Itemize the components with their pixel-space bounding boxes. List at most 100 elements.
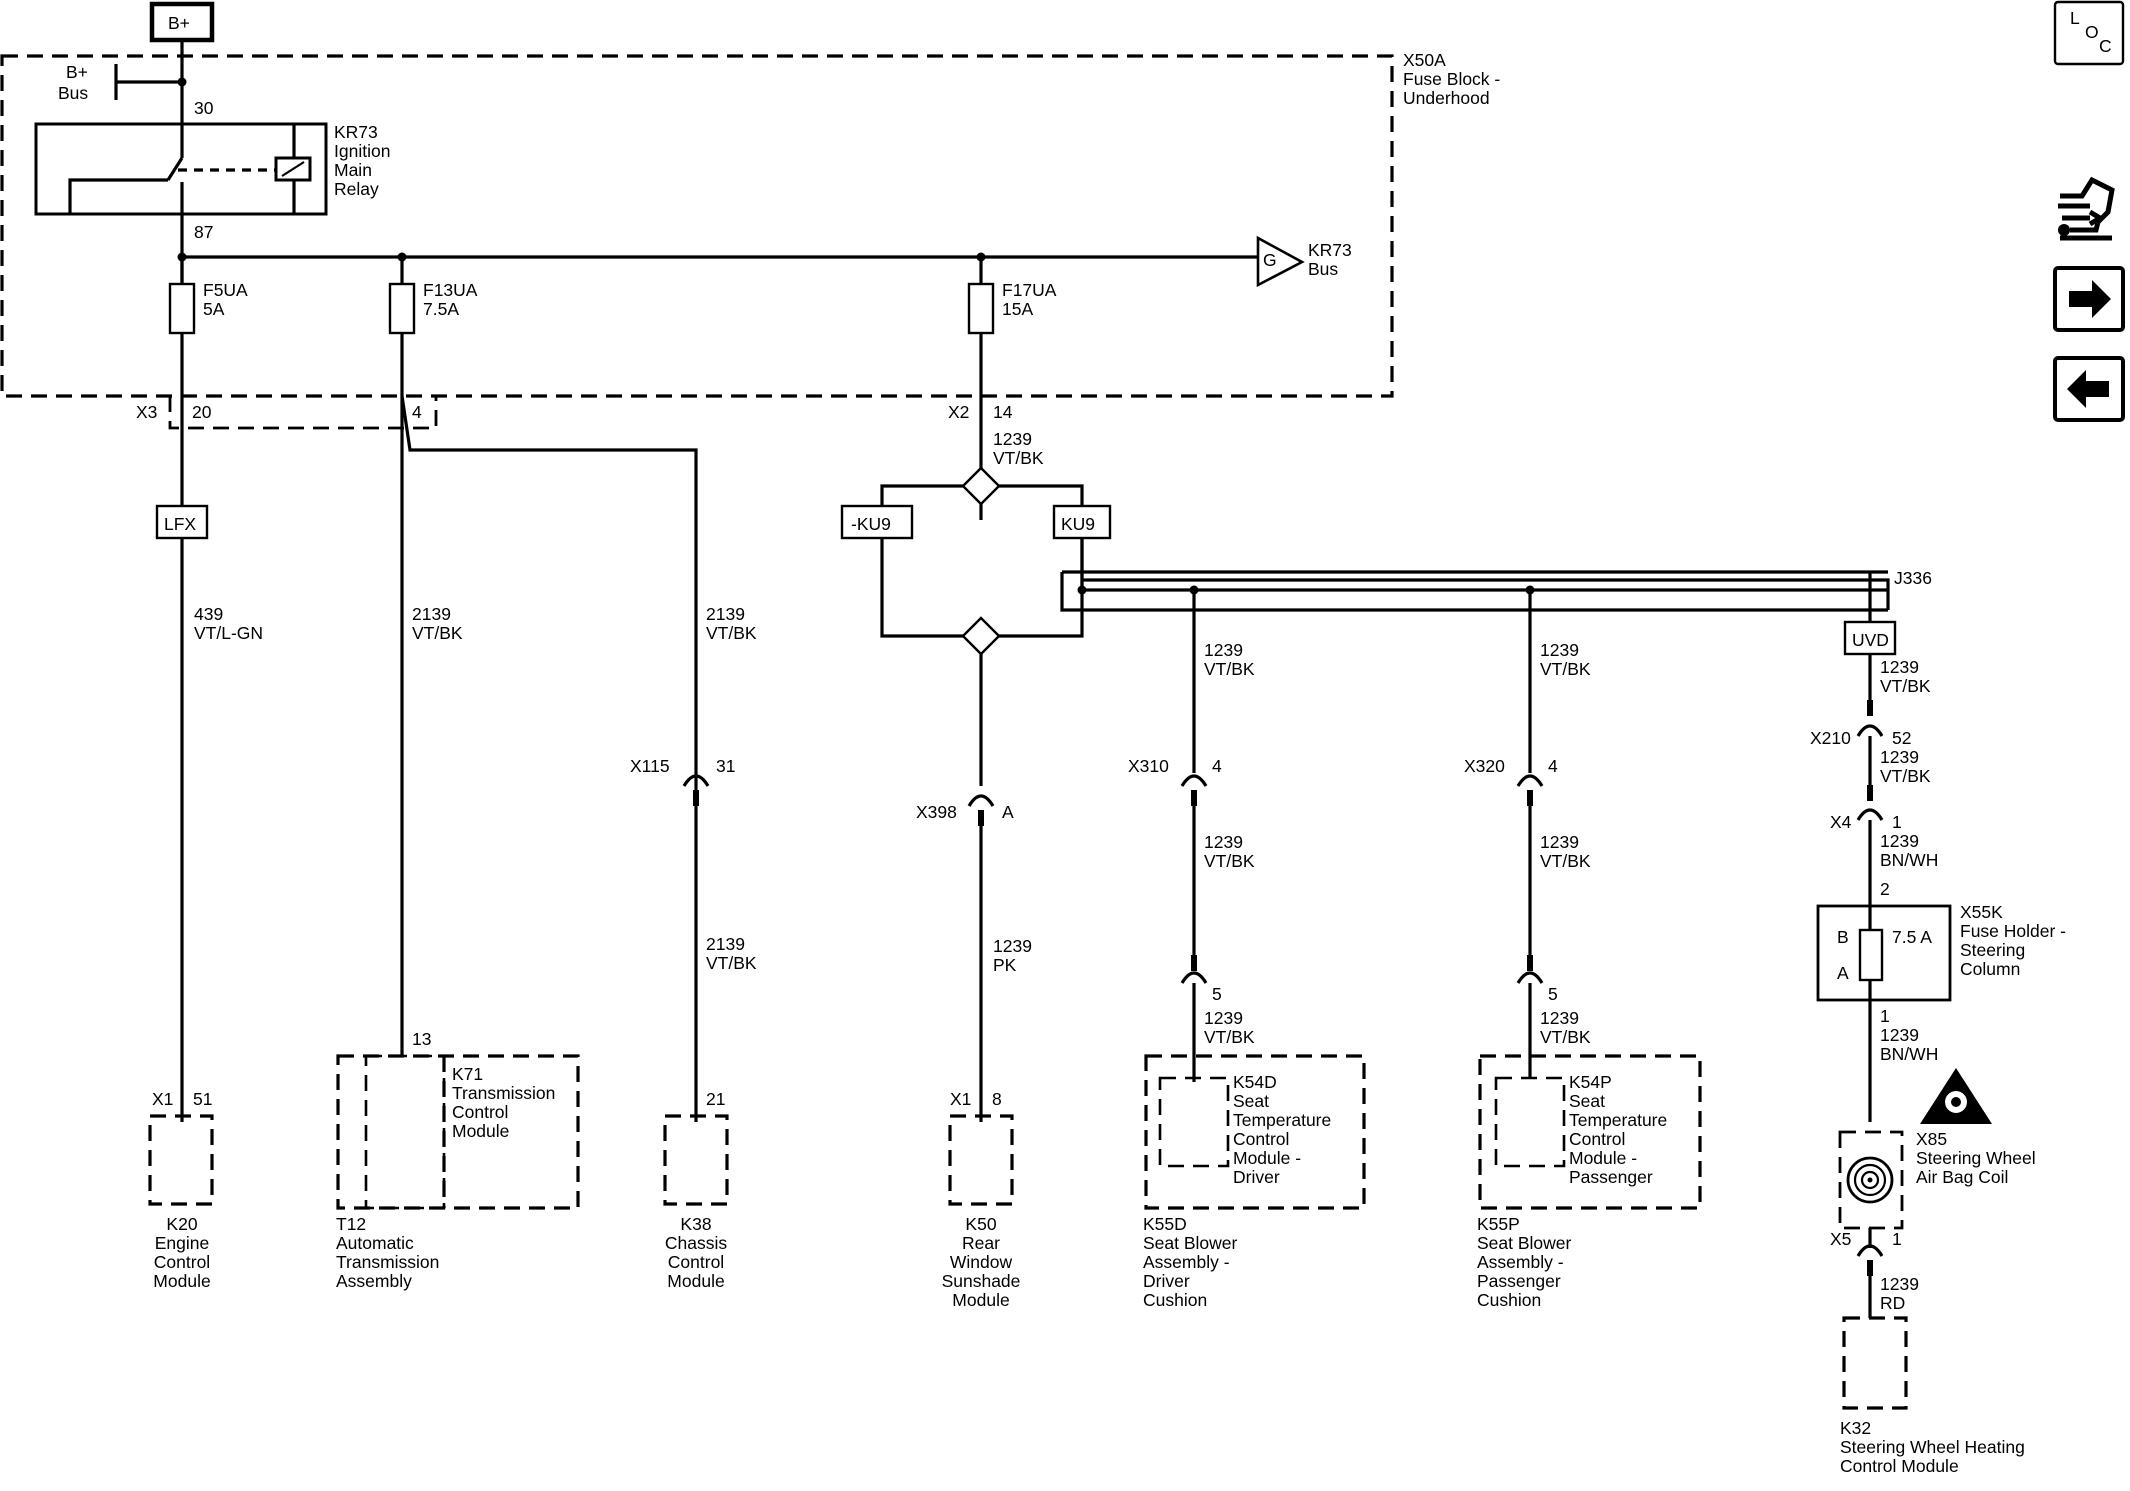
relay-output-bus <box>180 214 1258 284</box>
k55d-line-2: Assembly - <box>1143 1252 1230 1272</box>
x210-pin: 52 <box>1892 728 1911 748</box>
w1239-d2-col: VT/BK <box>1204 851 1255 871</box>
x3-label: X3 <box>136 402 157 422</box>
battery-source-label: B+ <box>168 13 190 33</box>
connector-tool-icon[interactable] <box>2058 176 2115 241</box>
k55p-line-1: Seat Blower <box>1477 1233 1572 1253</box>
k20-line-2: Control <box>154 1252 210 1272</box>
w2139-a-num: 2139 <box>412 604 451 624</box>
x320-connector <box>1516 774 1544 787</box>
loc-letter-c: C <box>2099 36 2112 56</box>
bplus-bus-label-2: Bus <box>58 83 88 103</box>
t12-line-1: Automatic <box>336 1233 414 1253</box>
option-diamond-top <box>961 466 1001 506</box>
fuse-holder-pin-a: A <box>1837 963 1849 983</box>
fuse-f17ua-id: F17UA <box>1002 280 1057 300</box>
x2-label: X2 <box>948 402 969 422</box>
x5-pin: 1 <box>1892 1229 1902 1249</box>
k20-module-outline <box>148 1114 214 1206</box>
bus-out-label: Bus <box>1308 259 1338 279</box>
k55d-assembly-outline <box>1144 1054 1366 1210</box>
fuse-holder-fuse <box>1858 928 1884 982</box>
w439-col: VT/L-GN <box>194 623 263 643</box>
fuse-holder-pin-b: B <box>1837 927 1849 947</box>
loc-letter-o: O <box>2085 22 2099 42</box>
k54d-pin: 5 <box>1212 984 1222 1004</box>
t12-assembly-outline <box>336 1054 580 1210</box>
k50-line-4: Module <box>952 1290 1009 1310</box>
relay-l3: Relay <box>334 179 379 199</box>
relay-id: KR73 <box>334 122 378 142</box>
fuse-holder-l3: Column <box>1960 959 2020 979</box>
k50-pin: 8 <box>992 1089 1002 1109</box>
w439-num: 439 <box>194 604 223 624</box>
k55p-line-3: Passenger <box>1477 1271 1561 1291</box>
k50-conn-label: X1 <box>950 1089 971 1109</box>
bus-offpage-triangle <box>1256 235 1305 288</box>
airbag-coil-l1: Steering Wheel <box>1916 1148 2036 1168</box>
w1239-p3-num: 1239 <box>1540 1008 1579 1028</box>
airbag-coil-spiral-icon <box>1846 1156 1894 1204</box>
k32-module-outline <box>1842 1316 1908 1410</box>
k54d-line-5: Driver <box>1233 1167 1280 1187</box>
t12-id: T12 <box>336 1214 366 1234</box>
relay-coil-wire <box>68 178 168 214</box>
w1239-top-num: 1239 <box>993 429 1032 449</box>
fuse-f5ua-id: F5UA <box>203 280 248 300</box>
k54d-connector <box>1180 971 1208 984</box>
x5-connector <box>1856 1244 1884 1257</box>
bus-offpage-glyph: G <box>1263 250 1277 270</box>
k54d-id: K54D <box>1233 1072 1277 1092</box>
k54d-line-2: Temperature <box>1233 1110 1331 1130</box>
option-ku9: KU9 <box>1061 514 1095 534</box>
x4-pin: 1 <box>1892 812 1902 832</box>
k71-pin: 13 <box>412 1029 431 1049</box>
k71-line-1: Transmission <box>452 1083 555 1103</box>
fuse-f13ua-id: F13UA <box>423 280 478 300</box>
k32-id: K32 <box>1840 1418 1871 1438</box>
k54p-line-1: Seat <box>1569 1091 1605 1111</box>
x5-label: X5 <box>1830 1229 1851 1249</box>
k54d-connector-outline <box>1158 1076 1230 1168</box>
airbag-warning-icon <box>1920 1068 1992 1124</box>
x398-connector <box>967 794 995 807</box>
airbag-coil-l2: Air Bag Coil <box>1916 1167 2008 1187</box>
w1239-bnwh-1-num: 1239 <box>1880 831 1919 851</box>
k38-line-3: Module <box>667 1271 724 1291</box>
k71-id: K71 <box>452 1064 483 1084</box>
k50-module-outline <box>948 1114 1014 1206</box>
k71-line-3: Module <box>452 1121 509 1141</box>
k54p-connector <box>1516 971 1544 984</box>
loc-letter-l: L <box>2070 8 2080 28</box>
k55p-assembly-outline <box>1478 1054 1702 1210</box>
k55p-id: K55P <box>1477 1214 1520 1234</box>
k38-pin: 21 <box>706 1089 725 1109</box>
option-uvd: UVD <box>1852 630 1889 650</box>
w1239-s2-num: 1239 <box>1880 747 1919 767</box>
fuse-block-outline <box>0 54 1394 398</box>
option-not-ku9: -KU9 <box>851 514 891 534</box>
w1239-p3-col: VT/BK <box>1540 1027 1591 1047</box>
w1239-rd-col: RD <box>1880 1293 1905 1313</box>
w1239-rd-num: 1239 <box>1880 1274 1919 1294</box>
x4-label: X4 <box>1830 812 1852 832</box>
k54d-line-4: Module - <box>1233 1148 1301 1168</box>
w1239-bnwh-2-col: BN/WH <box>1880 1044 1938 1064</box>
k38-line-2: Control <box>668 1252 724 1272</box>
x320-pin: 4 <box>1548 756 1558 776</box>
k38-id: K38 <box>680 1214 711 1234</box>
w1239-p1-num: 1239 <box>1540 640 1579 660</box>
x310-pin: 4 <box>1212 756 1222 776</box>
relay-l1: Ignition <box>334 141 390 161</box>
k20-line-3: Module <box>153 1271 210 1291</box>
arrow-right-icon[interactable] <box>2053 266 2125 332</box>
arrow-left-icon[interactable] <box>2053 356 2125 422</box>
fuse-f5ua <box>168 282 196 335</box>
x310-label: X310 <box>1128 756 1169 776</box>
k55d-line-4: Cushion <box>1143 1290 1207 1310</box>
j336-bus-inner <box>1082 578 1890 610</box>
x3-pin-4: 4 <box>412 402 422 422</box>
w1239-bnwh-1-col: BN/WH <box>1880 850 1938 870</box>
loc-button[interactable]: L O C <box>2053 0 2125 66</box>
